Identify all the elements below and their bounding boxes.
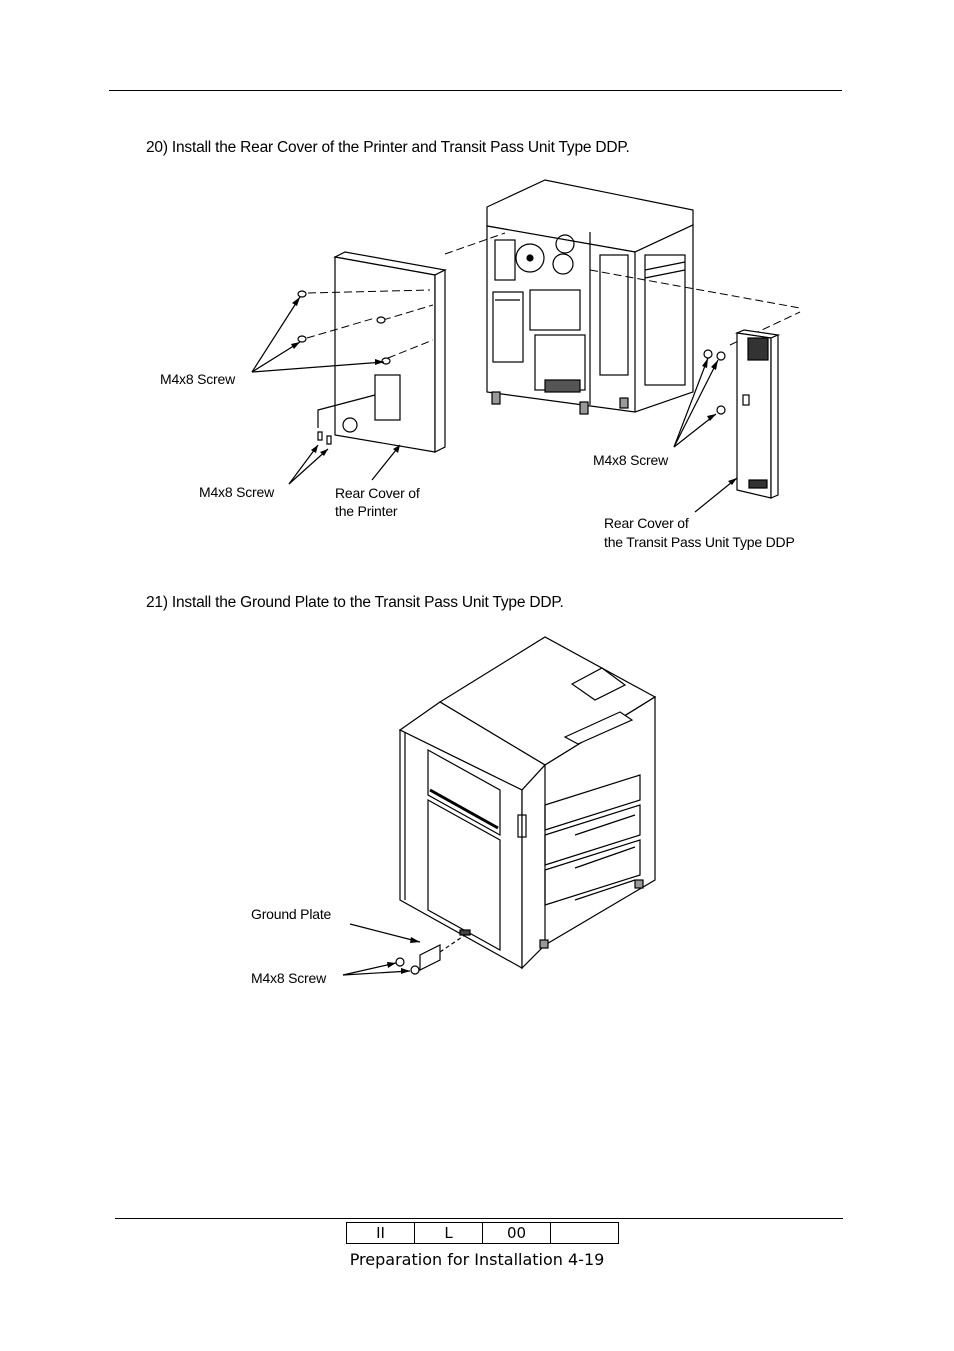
machine-body-drawing <box>398 636 657 970</box>
label-rear-cover-ddp-line1: Rear Cover of <box>604 515 689 531</box>
revision-cell-3: 00 <box>482 1222 551 1244</box>
ground-plate-drawing <box>419 934 466 971</box>
label-m4x8-screw-left: M4x8 Screw <box>160 371 236 387</box>
footer-rule <box>115 1218 843 1219</box>
ground-plate-screws <box>395 957 420 975</box>
label-rear-cover-ddp-line2: the Transit Pass Unit Type DDP <box>604 534 795 550</box>
ddp-cover-screws <box>703 349 726 415</box>
revision-cell-1: II <box>346 1222 415 1244</box>
printer-rear-cover-drawing <box>317 251 447 453</box>
label-rear-cover-printer-line2: the Printer <box>335 503 398 519</box>
header-rule <box>109 90 842 91</box>
revision-table: II L 00 <box>346 1222 619 1244</box>
ddp-rear-cover-drawing <box>734 329 781 499</box>
revision-cell-2: L <box>414 1222 483 1244</box>
printer-body-drawing <box>486 179 694 415</box>
page-footer-caption: Preparation for Installation 4-19 <box>349 1250 605 1269</box>
label-ground-plate: Ground Plate <box>251 906 332 922</box>
label-m4x8-screw-bottom: M4x8 Screw <box>199 484 275 500</box>
step-21-instruction: 21) Install the Ground Plate to the Tran… <box>146 594 564 611</box>
step-20-instruction: 20) Install the Rear Cover of the Printe… <box>146 139 630 156</box>
label-rear-cover-printer-line1: Rear Cover of <box>335 485 420 501</box>
revision-cell-4 <box>550 1222 619 1244</box>
revision-row: II L 00 <box>346 1222 619 1244</box>
leader-arrows <box>251 296 738 513</box>
label-m4x8-screw-ground: M4x8 Screw <box>251 970 327 986</box>
label-m4x8-screw-right: M4x8 Screw <box>593 452 669 468</box>
